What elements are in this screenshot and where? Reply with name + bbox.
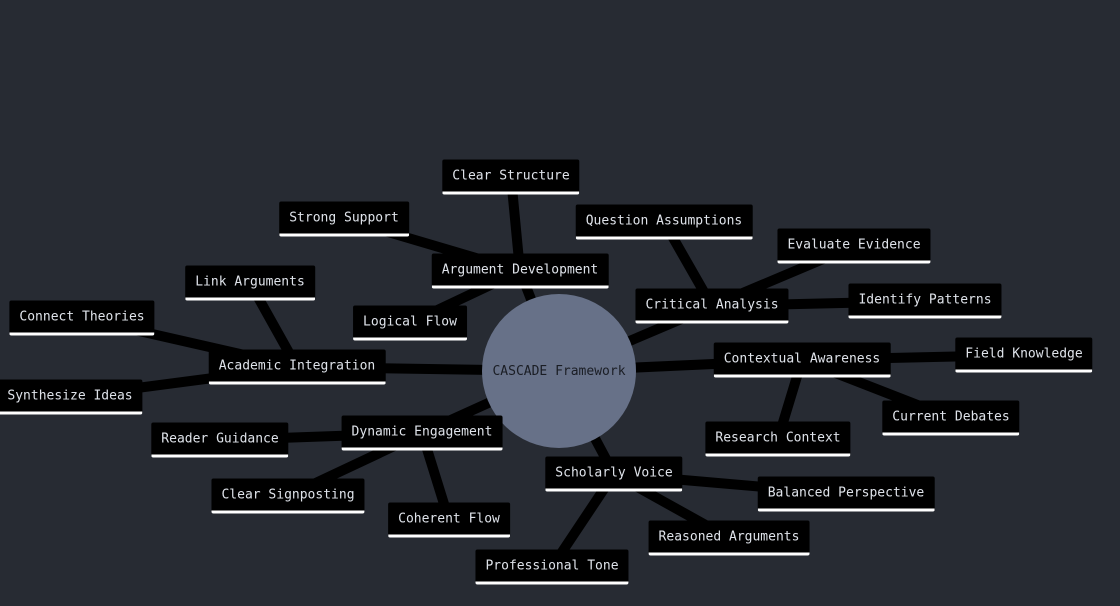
leaf-node[interactable]: Balanced Perspective: [757, 476, 935, 512]
leaf-node[interactable]: Current Debates: [882, 400, 1020, 436]
leaf-node[interactable]: Reader Guidance: [151, 422, 289, 458]
leaf-node[interactable]: Connect Theories: [9, 300, 155, 336]
center-node[interactable]: CASCADE Framework: [482, 294, 636, 448]
branch-node-dynamic-engagement[interactable]: Dynamic Engagement: [341, 415, 503, 451]
leaf-node[interactable]: Identify Patterns: [848, 283, 1002, 319]
leaf-node[interactable]: Evaluate Evidence: [777, 228, 931, 264]
leaf-node[interactable]: Clear Signposting: [211, 478, 365, 514]
branch-node-critical-analysis[interactable]: Critical Analysis: [635, 288, 789, 324]
leaf-node[interactable]: Professional Tone: [475, 549, 629, 585]
branch-node-academic-integration[interactable]: Academic Integration: [208, 349, 386, 385]
leaf-node[interactable]: Clear Structure: [442, 159, 580, 195]
leaf-node[interactable]: Synthesize Ideas: [0, 379, 143, 415]
leaf-node[interactable]: Reasoned Arguments: [648, 520, 810, 556]
branch-node-contextual-awareness[interactable]: Contextual Awareness: [713, 342, 891, 378]
leaf-node[interactable]: Research Context: [705, 421, 851, 457]
leaf-node[interactable]: Logical Flow: [353, 305, 467, 341]
leaf-node[interactable]: Field Knowledge: [955, 337, 1093, 373]
leaf-node[interactable]: Coherent Flow: [388, 502, 510, 538]
leaf-node[interactable]: Question Assumptions: [575, 204, 753, 240]
leaf-node[interactable]: Link Arguments: [185, 265, 315, 301]
center-label: CASCADE Framework: [492, 363, 626, 379]
branch-node-scholarly-voice[interactable]: Scholarly Voice: [545, 456, 683, 492]
leaf-node[interactable]: Strong Support: [279, 201, 409, 237]
branch-node-argument-development[interactable]: Argument Development: [431, 253, 609, 289]
